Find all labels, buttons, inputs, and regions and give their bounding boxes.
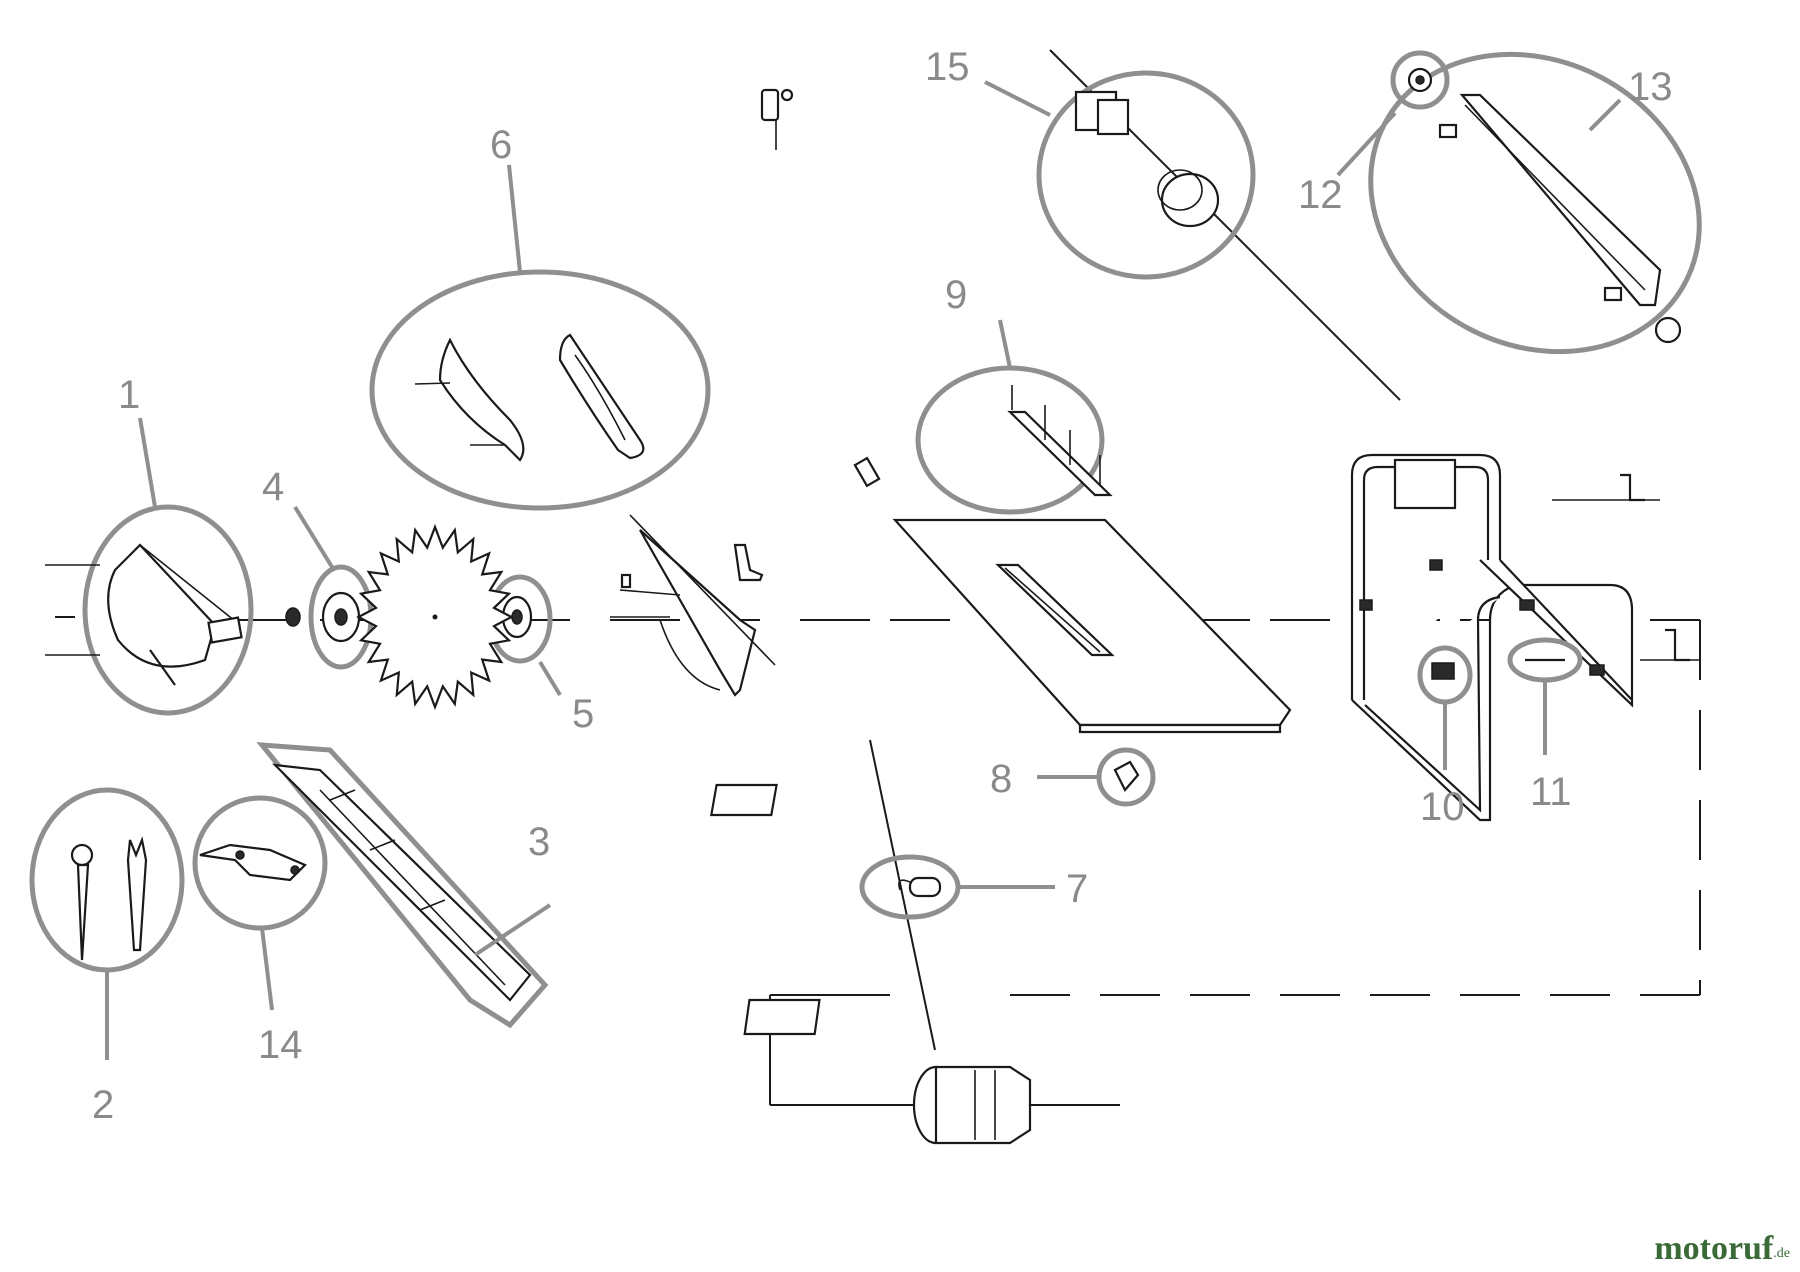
callout-11: 11 [1530,770,1572,814]
callout-7: 7 [1066,867,1088,911]
watermark-brand: motoruf [1654,1230,1774,1267]
callout-6: 6 [490,123,512,167]
watermark-tld: .de [1773,1246,1790,1261]
callout-leaders [105,80,1622,1060]
part-3-guide-rail [256,742,549,1029]
saw-table-top [892,518,1292,734]
callout-10: 10 [1420,785,1465,829]
part-2-tools [29,787,185,973]
callout-14: 14 [258,1023,303,1067]
side-bracket [1552,473,1700,662]
callout-12: 12 [1298,173,1343,217]
callout-2: 2 [92,1083,114,1127]
callout-8: 8 [990,757,1012,801]
mains-plug [760,88,794,150]
callout-4: 4 [262,465,284,509]
part-15-crank-assembly [1036,70,1256,280]
part-14-mounting-plate [192,795,328,931]
part-9-strip [915,365,1113,515]
part-12-knob [1390,50,1450,110]
callout-5: 5 [572,692,594,736]
callout-9: 9 [945,273,967,317]
part-8-knob [1096,747,1156,807]
saw-blade [356,523,514,711]
riving-knife-bracket [610,456,881,697]
callout-15: 15 [925,45,970,89]
part-7-capacitor [709,783,961,920]
callout-labels: 1 2 3 4 5 6 7 8 9 10 11 12 13 14 15 [92,45,1673,1127]
callout-13: 13 [1628,65,1673,109]
callout-3: 3 [528,820,550,864]
stand-frame [1350,453,1634,822]
motor-assembly [743,998,1032,1145]
part-1-blade-guard [45,504,254,716]
part-13-rip-fence [1368,51,1702,355]
part-6-riving-knives [369,269,711,511]
motoruf-watermark: motoruf.de [1654,1230,1790,1268]
callout-1: 1 [118,373,140,417]
